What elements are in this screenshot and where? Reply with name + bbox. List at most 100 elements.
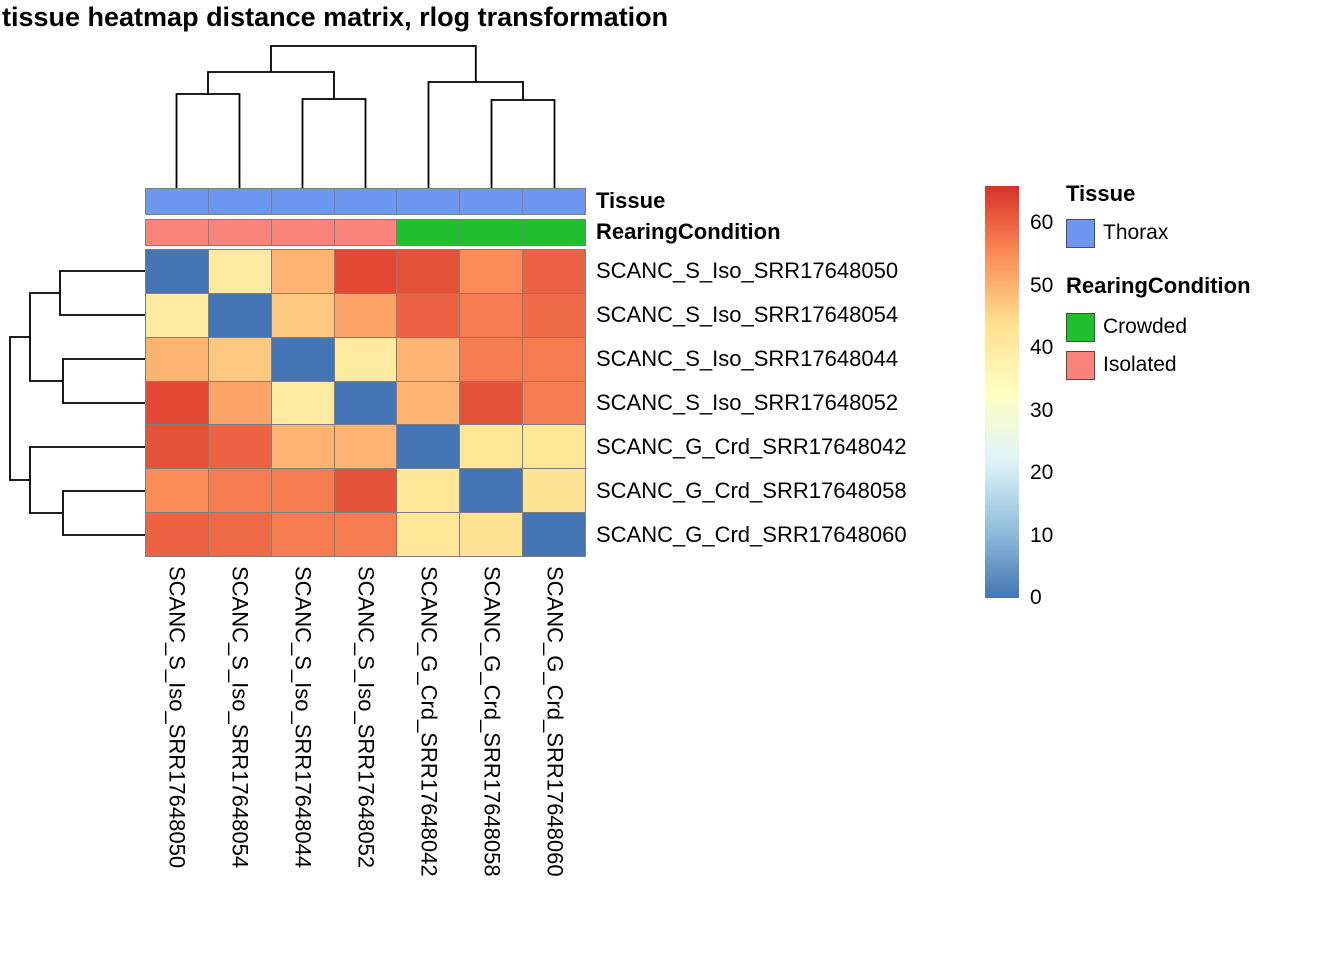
tissue-annotation-row: [145, 188, 586, 215]
heatmap-cell: [523, 381, 585, 425]
column-label: SCANC_G_Crd_SRR17648042: [416, 566, 442, 877]
heatmap-cell: [271, 513, 334, 556]
heatmap-cell: [397, 250, 460, 293]
annotation-cell: [397, 189, 460, 214]
heatmap-cell: [208, 250, 271, 293]
legend-item-label: Thorax: [1103, 221, 1169, 244]
heatmap-cell: [334, 425, 397, 469]
annotation-cell: [208, 220, 271, 245]
colorbar-tick-label: 30: [1030, 398, 1054, 422]
legend-color-swatch: [1066, 218, 1095, 248]
colorbar-tick-label: 60: [1030, 211, 1054, 235]
chart-title: tissue heatmap distance matrix, rlog tra…: [2, 2, 669, 32]
heatmap-cell: [146, 425, 208, 469]
heatmap-cell: [397, 337, 460, 381]
row-label: SCANC_S_Iso_SRR17648050: [596, 258, 899, 283]
annotation-cell: [523, 220, 585, 245]
legend-color-swatch: [1066, 350, 1095, 380]
heatmap-cell: [397, 381, 460, 425]
annotation-cell: [523, 189, 585, 214]
column-label: SCANC_G_Crd_SRR17648060: [542, 566, 568, 877]
heatmap-cell: [397, 469, 460, 513]
heatmap-cell: [397, 293, 460, 337]
column-label: SCANC_G_Crd_SRR17648058: [479, 566, 505, 877]
annotation-cell: [460, 189, 523, 214]
row-label: SCANC_G_Crd_SRR17648060: [596, 522, 907, 547]
colorbar-tick-label: 20: [1030, 461, 1054, 485]
annotation-cell: [271, 189, 334, 214]
heatmap-cell: [208, 513, 271, 556]
tissue-annotation-label: Tissue: [596, 188, 666, 213]
heatmap-cell: [334, 513, 397, 556]
heatmap-cell: [460, 469, 523, 513]
row-dendrogram: [9, 270, 145, 536]
heatmap-cell: [397, 513, 460, 556]
heatmap-cell: [460, 381, 523, 425]
annotation-cell: [146, 220, 208, 245]
heatmap-cell: [271, 293, 334, 337]
column-label: SCANC_S_Iso_SRR17648052: [353, 566, 379, 869]
heatmap-cell: [271, 381, 334, 425]
heatmap-cell: [208, 425, 271, 469]
row-label: SCANC_G_Crd_SRR17648058: [596, 478, 907, 503]
row-label: SCANC_S_Iso_SRR17648054: [596, 302, 899, 327]
annotation-cell: [397, 220, 460, 245]
colorbar-tick-label: 50: [1030, 273, 1054, 297]
legend-item: Thorax: [1066, 218, 1168, 248]
heatmap-cell: [460, 513, 523, 556]
rearing-annotation-label: RearingCondition: [596, 219, 781, 244]
legend-tissue-title: Tissue: [1066, 181, 1136, 206]
heatmap-cell: [271, 337, 334, 381]
heatmap-cell: [460, 293, 523, 337]
heatmap-cell: [146, 469, 208, 513]
heatmap-cell: [334, 381, 397, 425]
column-dendrogram: [175, 45, 556, 188]
heatmap-cell: [271, 250, 334, 293]
heatmap-cell: [460, 425, 523, 469]
rearing-annotation-row: [145, 219, 586, 246]
colorbar: [985, 186, 1019, 598]
heatmap-cell: [208, 337, 271, 381]
heatmap-cell: [271, 469, 334, 513]
heatmap-cell: [523, 513, 585, 556]
heatmap-cell: [397, 425, 460, 469]
heatmap-cell: [146, 513, 208, 556]
annotation-cell: [460, 220, 523, 245]
heatmap-cell: [523, 293, 585, 337]
legend-color-swatch: [1066, 312, 1095, 342]
legend-item-label: Isolated: [1103, 353, 1177, 376]
heatmap-cell: [523, 469, 585, 513]
heatmap-cell: [523, 425, 585, 469]
legend-item: Isolated: [1066, 350, 1177, 380]
heatmap-cell: [334, 469, 397, 513]
heatmap-cell: [208, 381, 271, 425]
heatmap-cell: [146, 381, 208, 425]
annotation-cell: [146, 189, 208, 214]
heatmap-cell: [523, 337, 585, 381]
heatmap-cell: [208, 293, 271, 337]
column-label: SCANC_S_Iso_SRR17648050: [164, 566, 190, 869]
heatmap-cell: [334, 337, 397, 381]
heatmap-cell: [334, 250, 397, 293]
column-label: SCANC_S_Iso_SRR17648044: [290, 566, 316, 869]
colorbar-tick-label: 10: [1030, 523, 1054, 547]
heatmap-cell: [146, 250, 208, 293]
row-label: SCANC_S_Iso_SRR17648044: [596, 346, 899, 371]
legend-item-label: Crowded: [1103, 315, 1188, 338]
heatmap-cell: [523, 250, 585, 293]
row-label: SCANC_S_Iso_SRR17648052: [596, 390, 899, 415]
annotation-cell: [271, 220, 334, 245]
heatmap-cell: [271, 425, 334, 469]
heatmap-cell: [460, 250, 523, 293]
heatmap-cell: [146, 293, 208, 337]
column-label: SCANC_S_Iso_SRR17648054: [227, 566, 253, 869]
legend-item: Crowded: [1066, 312, 1187, 342]
colorbar-tick-label: 40: [1030, 336, 1054, 360]
annotation-cell: [208, 189, 271, 214]
colorbar-tick-label: 0: [1030, 586, 1042, 609]
annotation-cell: [334, 189, 397, 214]
heatmap-cell: [146, 337, 208, 381]
heatmap-cell: [334, 293, 397, 337]
annotation-cell: [334, 220, 397, 245]
